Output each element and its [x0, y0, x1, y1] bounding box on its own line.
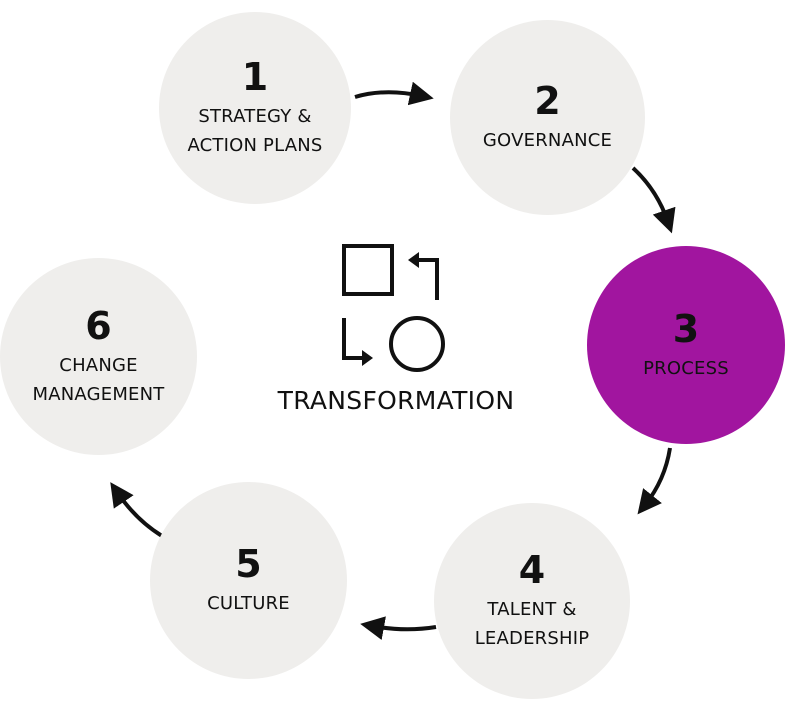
step-label-line: PROCESS: [643, 357, 729, 379]
step-label: PROCESS: [643, 354, 729, 383]
step-label-line: LEADERSHIP: [474, 628, 590, 649]
arrow-4-to-5: [360, 616, 437, 640]
step-label-line: STRATEGY &: [198, 106, 312, 127]
arrow-2-to-3: [631, 166, 676, 234]
step-2-circle: 2 GOVERNANCE: [450, 20, 645, 215]
arrow-1-to-2: [354, 81, 434, 106]
step-label: CHANGE MANAGEMENT: [33, 351, 165, 409]
step-number: 5: [235, 542, 262, 586]
step-1-circle: 1 STRATEGY & ACTION PLANS: [159, 12, 351, 204]
step-3-circle: 3 PROCESS: [587, 246, 785, 444]
step-label: TALENT & LEADERSHIP: [475, 595, 590, 653]
transformation-icon: [342, 244, 445, 372]
step-label-line: TALENT &: [487, 599, 577, 620]
step-label-line: CULTURE: [207, 593, 290, 614]
arrow-5-to-6: [110, 482, 164, 538]
step-label: GOVERNANCE: [483, 126, 612, 155]
step-4-circle: 4 TALENT & LEADERSHIP: [434, 503, 630, 699]
step-label-line: ACTION PLANS: [187, 135, 323, 156]
step-number: 6: [85, 303, 112, 348]
step-5-circle: 5 CULTURE: [150, 482, 347, 679]
step-number: 2: [534, 79, 561, 123]
step-number: 3: [672, 306, 700, 351]
step-label: STRATEGY & ACTION PLANS: [187, 102, 322, 160]
step-number: 4: [518, 548, 546, 592]
center-title: TRANSFORMATION: [277, 386, 515, 415]
step-6-circle: 6 CHANGE MANAGEMENT: [0, 258, 197, 455]
step-label-line: GOVERNANCE: [482, 130, 613, 151]
arrow-3-to-4: [637, 447, 672, 515]
step-label-line: MANAGEMENT: [32, 383, 165, 405]
step-number: 1: [241, 55, 269, 99]
step-label-line: CHANGE: [59, 354, 138, 376]
step-label: CULTURE: [207, 589, 290, 618]
